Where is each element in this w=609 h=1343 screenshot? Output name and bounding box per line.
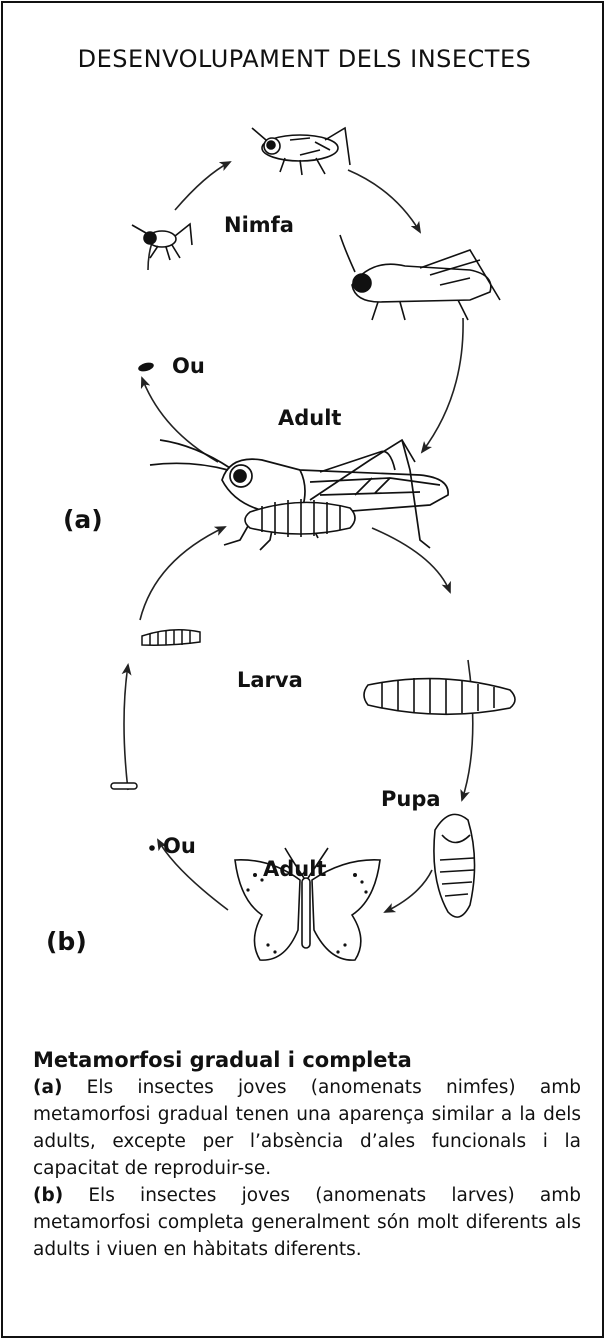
caption-heading: Metamorfosi gradual i completa (33, 1048, 581, 1072)
pupa-icon (434, 814, 475, 917)
caption-tag-a: (a) (33, 1077, 62, 1098)
arrow-adult-to-egg (142, 378, 218, 462)
label-larva: Larva (237, 668, 303, 692)
panel-b-tag: (b) (46, 927, 87, 956)
life-cycle-diagram (0, 0, 609, 1000)
label-egg-b: Ou (163, 834, 196, 858)
panel-a-tag: (a) (63, 505, 103, 534)
label-adult-b: Adult (263, 857, 326, 881)
arrow-nymph2-to-nymph3 (348, 170, 420, 232)
nymph-medium-icon (252, 128, 350, 175)
arrow-larva1-to-larva2 (140, 527, 225, 620)
arrow-pupa-to-adult (385, 870, 432, 912)
caption-text-b: Els insectes joves (anomenats larves) am… (33, 1185, 581, 1260)
caption-tag-b: (b) (33, 1185, 63, 1206)
label-pupa: Pupa (381, 787, 441, 811)
larva-large-icon (364, 678, 515, 714)
label-egg-a: Ou (172, 354, 205, 378)
arrow-egg-to-larva1 (124, 665, 128, 790)
caption-text-a: Els insectes joves (anomenats nimfes) am… (33, 1077, 581, 1179)
nymph-large-icon (340, 235, 500, 320)
arrow-nymph3-to-adult (422, 318, 463, 452)
egg-a-icon (137, 361, 155, 373)
arrow-larva2-to-larva3 (372, 528, 450, 592)
egg-b-icon (149, 845, 155, 851)
larva-small-icon (142, 630, 200, 645)
caption-paragraph-b: (b) Els insectes joves (anomenats larves… (33, 1182, 581, 1263)
caption-paragraph-a: (a) Els insectes joves (anomenats nimfes… (33, 1074, 581, 1182)
caption: Metamorfosi gradual i completa (a) Els i… (33, 1048, 581, 1263)
label-nymph: Nimfa (224, 213, 294, 237)
nymph-small-icon (132, 224, 192, 260)
label-adult-a: Adult (278, 406, 341, 430)
larva-tiny-icon (111, 783, 137, 789)
arrow-nymph1-to-nymph2 (175, 162, 230, 210)
